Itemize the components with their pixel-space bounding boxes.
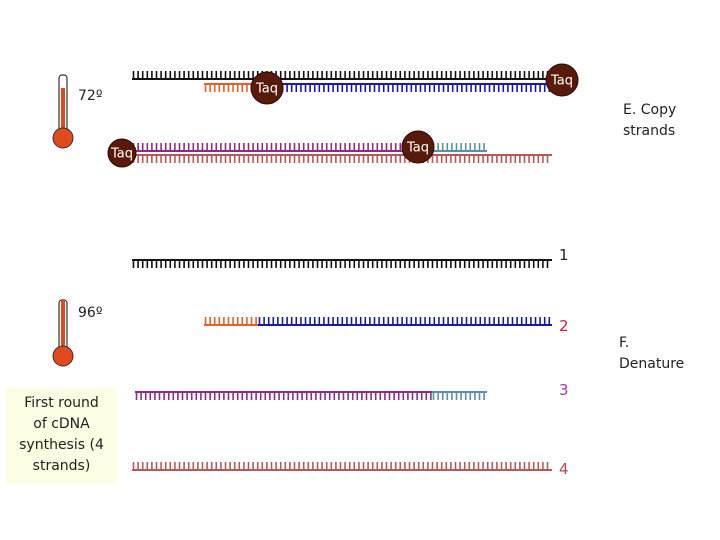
temperature-extension: 72º: [78, 88, 103, 104]
step-denature-line-2: Denature: [619, 356, 685, 372]
new-strand-lower-segment-1: [132, 154, 552, 163]
step-copy-label: E. Copy strands: [623, 100, 676, 142]
strand-4: [132, 462, 552, 471]
new-strand-top-segment-2: [258, 83, 556, 92]
strand-2-segment-1: [204, 317, 258, 326]
strand-1: [132, 259, 552, 268]
step-denature-label: F. Denature: [619, 333, 684, 375]
strand-3-segment-2: [432, 391, 487, 400]
taq-polymerase-3: Taq: [107, 138, 137, 168]
note-line-2: of cDNA: [33, 416, 90, 432]
strand-2: [204, 317, 552, 326]
taq-polymerase-1-label: Taq: [255, 82, 278, 97]
strand-4-segment-1: [132, 462, 552, 471]
new-strand-top-segment-1: [204, 83, 258, 92]
taq-polymerase-4-label: Taq: [406, 141, 429, 156]
template-strand-lower-segment-1: [132, 143, 432, 152]
taq-polymerase-2: Taq: [545, 63, 579, 97]
taq-polymerase-2-label: Taq: [550, 74, 573, 89]
temperature-denature: 96º: [78, 305, 103, 321]
step-denature-line-1: F.: [619, 335, 630, 351]
thermometer-96-icon: [52, 299, 74, 367]
strand-2-segment-2: [258, 317, 552, 326]
template-strand-top-segment-1: [132, 71, 563, 80]
strand-number-3: 3: [559, 381, 569, 399]
taq-polymerase-3-label: Taq: [110, 147, 133, 162]
note-line-4: strands): [32, 458, 91, 474]
thermometer-72-icon: [52, 74, 74, 149]
step-copy-line-2: strands: [623, 123, 676, 139]
taq-polymerase-4: Taq: [401, 130, 435, 164]
strand-3: [135, 391, 487, 400]
strand-number-4: 4: [559, 460, 569, 478]
note-line-3: synthesis (4: [19, 437, 104, 453]
template-strand-lower-segment-2: [432, 143, 487, 152]
template-strand-top: [132, 71, 563, 80]
strand-number-2: 2: [559, 317, 569, 335]
step-copy-line-1: E. Copy: [623, 102, 677, 118]
taq-polymerase-1: Taq: [250, 71, 284, 105]
new-strand-lower: [132, 154, 552, 163]
strand-1-segment-1: [132, 259, 552, 268]
note-line-1: First round: [24, 395, 99, 411]
cdna-synthesis-note: First round of cDNA synthesis (4 strands…: [6, 388, 117, 484]
strand-3-segment-1: [135, 391, 432, 400]
strand-number-1: 1: [559, 246, 569, 264]
